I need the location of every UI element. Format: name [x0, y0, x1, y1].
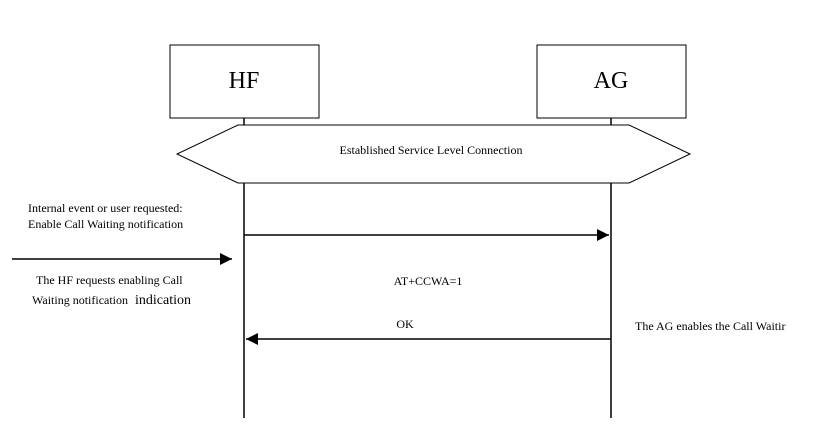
request-note-line2: Waiting notification indication [32, 291, 191, 308]
ag-entity-label: AG [594, 68, 629, 94]
trigger-note-line2: Enable Call Waiting notification [28, 217, 183, 231]
request-note-line1: The HF requests enabling Call [36, 273, 183, 287]
response-label: OK [396, 317, 414, 331]
command-label: AT+CCWA=1 [394, 274, 463, 288]
service-level-connection-label: Established Service Level Connection [340, 143, 523, 157]
service-level-connection-banner [175, 124, 692, 184]
request-note-line2-suffix: indication [135, 293, 191, 308]
trigger-note-line1: Internal event or user requested: [28, 201, 183, 215]
hf-entity-label: HF [229, 68, 260, 94]
hf-entity-box [169, 44, 320, 119]
request-note-line2-main: Waiting notification [32, 293, 128, 307]
ag-enables-note: The AG enables the Call Waitir [635, 319, 785, 333]
ag-entity-box [536, 44, 687, 119]
